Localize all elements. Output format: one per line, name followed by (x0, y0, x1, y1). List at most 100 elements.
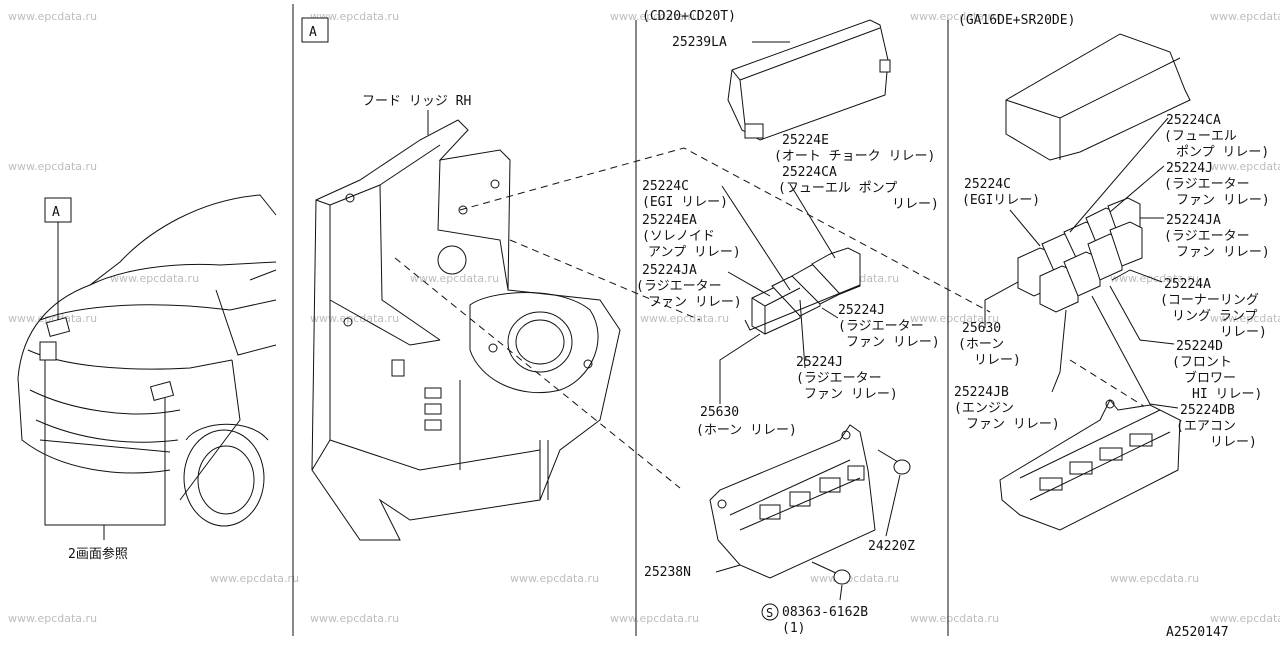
watermark: www.epcdata.ru (1110, 572, 1199, 585)
watermark: www.epcdata.ru (910, 312, 999, 325)
part-description: ファン リレー) (846, 335, 940, 350)
watermark: www.epcdata.ru (310, 10, 399, 23)
part-description: ファン リレー) (966, 417, 1060, 432)
part-description: アンプ リレー) (648, 245, 741, 260)
watermark: www.epcdata.ru (8, 160, 97, 173)
part-description: (ラジエーター (636, 279, 722, 294)
part-description: ブロワー (1184, 370, 1236, 386)
part-number: 25224C (642, 179, 689, 194)
watermark: www.epcdata.ru (410, 272, 499, 285)
part-number: 25239LA (672, 35, 727, 50)
watermark: www.epcdata.ru (1210, 160, 1280, 173)
hood-ledge-illustration: A フード リッジ RH (301, 17, 621, 541)
watermark: www.epcdata.ru (1110, 272, 1199, 285)
part-number: 24220Z (868, 539, 915, 554)
part-description: HI リレー) (1192, 387, 1262, 402)
part-number: 25224JB (954, 385, 1009, 400)
watermark: www.epcdata.ru (810, 572, 899, 585)
cd20-relay-group: (CD20+CD20T) 25239LA 25224E (636, 9, 940, 636)
relay-box-cover (1005, 33, 1191, 161)
screw (811, 561, 839, 575)
relay-box-cover (727, 19, 889, 141)
part-number: 25224C (964, 177, 1011, 192)
part-number: 25224DB (1180, 403, 1235, 418)
part-quantity: (1) (782, 621, 805, 636)
engine-header-cd20: (CD20+CD20T) (642, 9, 736, 24)
view-tag-box (301, 17, 329, 43)
relay-bracket (709, 424, 876, 579)
watermark: www.epcdata.ru (1210, 312, 1280, 325)
part-description: (EGI リレー) (642, 195, 728, 210)
hood-ledge-label: フード リッジ RH (362, 94, 471, 109)
part-number: 25224J (1166, 161, 1213, 176)
part-description: (ラジエーター (1164, 177, 1250, 192)
ga16-relay-group: (GA16DE+SR20DE) 25224CA (フューエル ポンプ リレー) … (954, 13, 1270, 531)
part-number: 25224A (1164, 277, 1211, 292)
watermark: www.epcdata.ru (210, 572, 299, 585)
part-description: (エンジン (954, 401, 1014, 416)
part-number: 25224E (782, 133, 829, 148)
part-description: リング ランプ (1172, 309, 1257, 324)
reference-note: 2画面参照 (68, 546, 128, 562)
watermark: www.epcdata.ru (8, 10, 97, 23)
watermark: www.epcdata.ru (510, 572, 599, 585)
watermark: www.epcdata.ru (610, 10, 699, 23)
part-description: (コーナーリング (1160, 293, 1259, 308)
part-description: (フューエル (1164, 129, 1237, 144)
watermark: www.epcdata.ru (610, 612, 699, 625)
part-number: 25224JA (642, 263, 697, 278)
part-number: 25224JA (1166, 213, 1221, 228)
part-description: (フューエル ポンプ (778, 181, 897, 196)
view-tag-box (44, 197, 72, 223)
view-tag-letter: A (309, 25, 317, 40)
part-description: リレー) (1220, 325, 1267, 340)
watermark-layer: www.epcdata.ru www.epcdata.ru www.epcdat… (8, 10, 1280, 625)
part-description: (エアコン (1176, 419, 1236, 434)
part-description: ファン リレー) (648, 295, 742, 310)
watermark: www.epcdata.ru (1210, 612, 1280, 625)
part-number: 25224CA (782, 165, 837, 180)
part-description: ポンプ リレー) (1176, 145, 1269, 160)
part-description: (ラジエーター (796, 371, 882, 386)
watermark: www.epcdata.ru (910, 10, 999, 23)
part-number: 25224EA (642, 213, 697, 228)
part-number: 25224CA (1166, 113, 1221, 128)
watermark: www.epcdata.ru (910, 612, 999, 625)
part-description: ファン リレー) (1176, 245, 1270, 260)
engine-header-ga16: (GA16DE+SR20DE) (958, 13, 1075, 28)
part-number: 25224J (838, 303, 885, 318)
part-number: 25224D (1176, 339, 1223, 354)
part-description: (EGIリレー) (962, 193, 1040, 208)
part-number: 25238N (644, 565, 691, 580)
part-description: (ホーン リレー) (696, 423, 797, 438)
screw-symbol-letter: S (766, 606, 773, 620)
part-number: 08363-6162B (782, 605, 868, 620)
part-description: リレー) (974, 353, 1021, 368)
part-description: (ソレノイド (642, 229, 715, 244)
part-description: (オート チョーク リレー) (774, 149, 935, 164)
part-number: 25224J (796, 355, 843, 370)
part-description: ファン リレー) (804, 387, 898, 402)
part-number: 25630 (700, 405, 739, 420)
watermark: www.epcdata.ru (640, 312, 729, 325)
watermark: www.epcdata.ru (8, 312, 97, 325)
part-number: 25630 (962, 321, 1001, 336)
watermark: www.epcdata.ru (110, 272, 199, 285)
part-description: (フロント (1172, 355, 1232, 370)
part-description: リレー) (1210, 435, 1257, 450)
watermark: www.epcdata.ru (310, 312, 399, 325)
part-description: (ラジエーター (838, 319, 924, 334)
diagram-code: A2520147 (1166, 625, 1229, 640)
part-description: リレー) (892, 197, 939, 212)
part-description: (ラジエーター (1164, 229, 1250, 244)
view-tag-letter: A (52, 205, 60, 220)
screw-symbol (761, 603, 779, 621)
watermark: www.epcdata.ru (1210, 10, 1280, 23)
watermark: www.epcdata.ru (310, 612, 399, 625)
part-description: ファン リレー) (1176, 193, 1270, 208)
assembly-leaders (394, 147, 1151, 489)
watermark: www.epcdata.ru (8, 612, 97, 625)
vehicle-illustration: A 2画面参照 (17, 194, 277, 562)
